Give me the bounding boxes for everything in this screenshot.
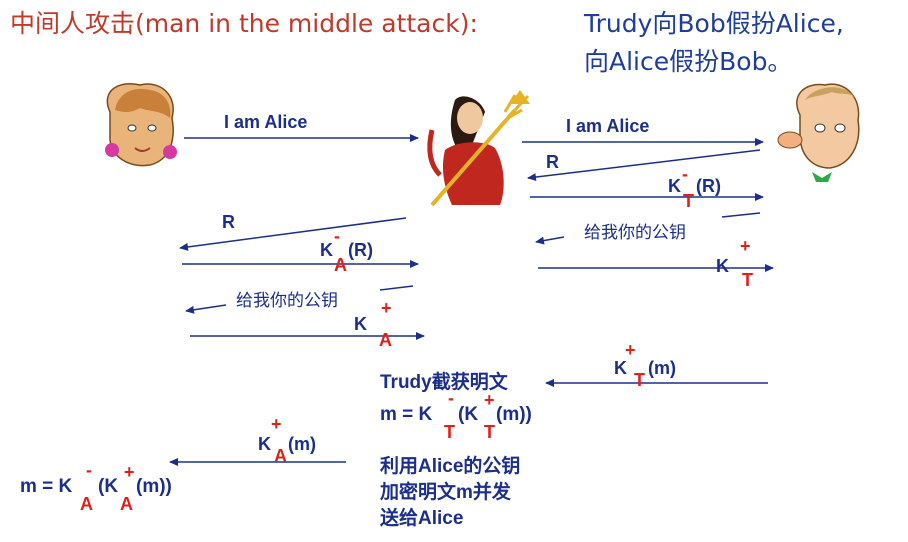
text-resend-line3: 送给Alice (380, 508, 464, 529)
title-red: 中间人攻击(man in the middle attack): (10, 9, 478, 38)
arrow-trudy-to-alice-request-key-head (185, 304, 227, 314)
label-r-left: R (222, 212, 235, 232)
formula-m-decrypt-trudy: m = K - T (K + T (m)) (380, 388, 532, 442)
arrow-bob-to-trudy-r (527, 149, 761, 182)
arrow-bob-to-trudy-request-key (721, 212, 761, 218)
label-send-pubkey-right: 给我你的公钥 (584, 223, 686, 243)
text-resend-line2: 加密明文m并发 (380, 482, 511, 503)
bob-figure (777, 83, 860, 182)
label-send-pubkey-left: 给我你的公钥 (236, 291, 338, 311)
label-i-am-alice-right: I am Alice (566, 116, 650, 136)
title-line2: 向Alice假扮Bob。 (584, 47, 793, 76)
formula-m-decrypt-alice: m = K - A (K + A (m)) (20, 460, 172, 514)
title-line1: Trudy向Bob假扮Alice, (584, 9, 844, 38)
alice-figure (105, 83, 177, 167)
text-resend-line1: 利用Alice的公钥 (380, 456, 521, 477)
label-i-am-alice-left: I am Alice (224, 112, 308, 132)
arrow-bob-to-trudy-request-key-head (535, 236, 565, 245)
text-trudy-intercepts: Trudy截获明文 (380, 372, 508, 393)
arrow-trudy-to-alice-request-key-tail (379, 285, 414, 291)
trudy-figure (427, 90, 530, 207)
label-r-right: R (546, 152, 559, 172)
arrow-trudy-to-alice-r (179, 217, 407, 251)
